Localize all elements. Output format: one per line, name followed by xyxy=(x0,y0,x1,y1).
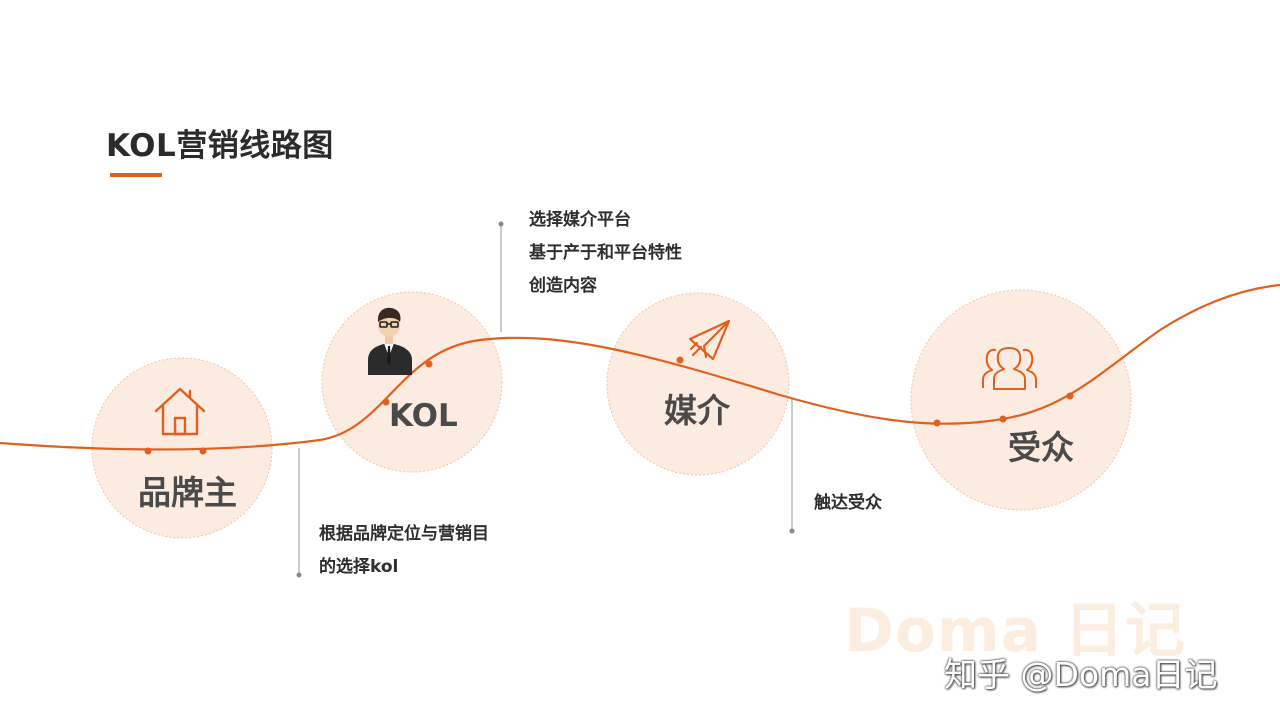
page-title: KOL营销线路图 xyxy=(106,128,334,164)
note-audience-line-1: 触达受众 xyxy=(814,493,882,513)
route-dot xyxy=(144,447,152,455)
route-dot xyxy=(999,415,1007,423)
connector-dot-brand xyxy=(296,572,302,578)
route-dot xyxy=(676,356,684,364)
node-circle-kol xyxy=(321,291,503,473)
route-dot xyxy=(425,360,433,368)
note-media: 选择媒介平台 基于产于和平台特性 创造内容 xyxy=(529,204,682,303)
note-media-line-3: 创造内容 xyxy=(529,276,597,296)
route-dot xyxy=(933,419,941,427)
route-dots xyxy=(144,356,1074,455)
title-underline xyxy=(110,173,162,177)
house-icon xyxy=(154,387,206,436)
paper-plane-icon xyxy=(688,319,731,361)
note-brand-line-1: 根据品牌定位与营销目 xyxy=(319,524,489,544)
node-circle-media xyxy=(606,292,790,476)
connector-dots xyxy=(296,221,795,578)
note-brand-line-2: 的选择kol xyxy=(319,557,399,577)
node-label-media: 媒介 xyxy=(664,391,730,430)
route-dot xyxy=(199,447,207,455)
note-media-line-1: 选择媒介平台 xyxy=(529,210,631,230)
watermark-text: Doma 日记 xyxy=(844,596,1186,666)
connector-dot-media xyxy=(498,221,504,227)
route-curve xyxy=(0,283,1280,451)
note-media-line-2: 基于产于和平台特性 xyxy=(529,243,682,263)
connector-dot-audience xyxy=(789,528,795,534)
people-group-icon xyxy=(982,347,1037,390)
site-watermark: 知乎 @Doma日记 xyxy=(944,655,1218,694)
note-brand: 根据品牌定位与营销目 的选择kol xyxy=(319,518,489,584)
route-dot xyxy=(1066,392,1074,400)
node-label-audience: 受众 xyxy=(1008,428,1074,467)
node-circle-brand xyxy=(91,357,273,539)
node-label-brand: 品牌主 xyxy=(138,473,237,512)
connector-lines xyxy=(298,224,793,574)
node-label-kol: KOL xyxy=(389,398,458,434)
note-audience: 触达受众 xyxy=(814,487,882,520)
route-dot xyxy=(382,398,390,406)
node-circle-audience xyxy=(910,289,1132,511)
businessman-icon xyxy=(368,307,412,375)
